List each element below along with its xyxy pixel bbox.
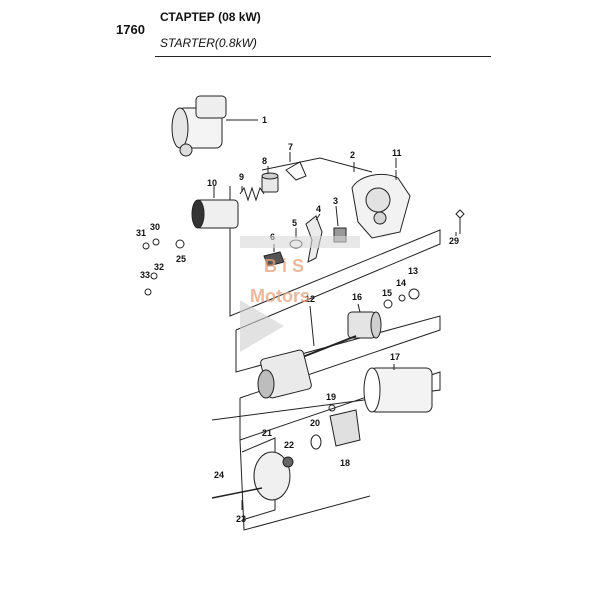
clip-13 [408, 288, 420, 300]
frame-top [261, 157, 373, 173]
pinion-part [333, 227, 347, 243]
callout-33: 33 [140, 270, 150, 280]
callout-7: 7 [288, 142, 293, 152]
plunger-part [261, 172, 279, 193]
callout-13: 13 [408, 266, 418, 276]
bolt-29 [455, 209, 465, 234]
yoke-part [363, 367, 433, 413]
callout-9: 9 [239, 172, 244, 182]
drive-end-housing [351, 173, 411, 239]
nut-33 [144, 288, 152, 296]
callout-25: 25 [176, 254, 186, 264]
callout-10: 10 [207, 178, 217, 188]
callout-1: 1 [262, 115, 267, 125]
title-russian: СТАРТЕР (08 kW) [160, 10, 261, 24]
frame-bottom [239, 439, 371, 531]
callout-32: 32 [154, 262, 164, 272]
callout-23: 23 [236, 514, 246, 524]
frame-upper [229, 186, 441, 331]
washer-30 [152, 238, 160, 246]
end-frame-part [253, 451, 294, 501]
callout-15: 15 [382, 288, 392, 298]
callout-14: 14 [396, 278, 406, 288]
callout-21: 21 [262, 428, 272, 438]
callout-24: 24 [214, 470, 224, 480]
washer-32 [150, 272, 158, 280]
callout-8: 8 [262, 156, 267, 166]
washer-20 [310, 434, 322, 450]
armature-part [257, 335, 357, 399]
callout-5: 5 [292, 218, 297, 228]
through-bolt-24 [211, 487, 263, 499]
callout-31: 31 [136, 228, 146, 238]
callout-20: 20 [310, 418, 320, 428]
callout-labels: 1 2 3 4 5 6 7 8 9 10 11 12 13 14 15 16 1… [136, 115, 459, 524]
seal-part [263, 251, 285, 267]
frame-middle [235, 315, 441, 399]
header: 1760 СТАРТЕР (08 kW) STARTER(0.8kW) [0, 0, 600, 70]
clutch-part [347, 311, 382, 339]
bracket-part [285, 161, 307, 181]
solenoid-part [191, 199, 239, 229]
starter-assembly [171, 95, 244, 157]
shift-lever [305, 215, 323, 263]
callout-18: 18 [340, 458, 350, 468]
callout-12: 12 [305, 294, 315, 304]
callout-3: 3 [333, 196, 338, 206]
callout-2: 2 [350, 150, 355, 160]
callout-17: 17 [390, 352, 400, 362]
nut-25 [175, 239, 185, 249]
nut-31 [142, 242, 150, 250]
ring-15 [383, 299, 393, 309]
callout-6: 6 [270, 232, 275, 242]
callout-30: 30 [150, 222, 160, 232]
title-english: STARTER(0.8kW) [160, 36, 257, 50]
callout-19: 19 [326, 392, 336, 402]
screw-19 [328, 404, 336, 412]
frame-lower [211, 371, 441, 441]
spring-part [239, 186, 265, 202]
washer-14 [398, 294, 406, 302]
callout-11: 11 [392, 148, 402, 158]
washer-part [289, 239, 303, 249]
callout-16: 16 [352, 292, 362, 302]
callout-22: 22 [284, 440, 294, 450]
brush-holder [329, 409, 361, 447]
section-code: 1760 [116, 22, 145, 37]
header-divider [155, 56, 491, 57]
callout-29: 29 [449, 236, 459, 246]
callout-4: 4 [316, 204, 321, 214]
